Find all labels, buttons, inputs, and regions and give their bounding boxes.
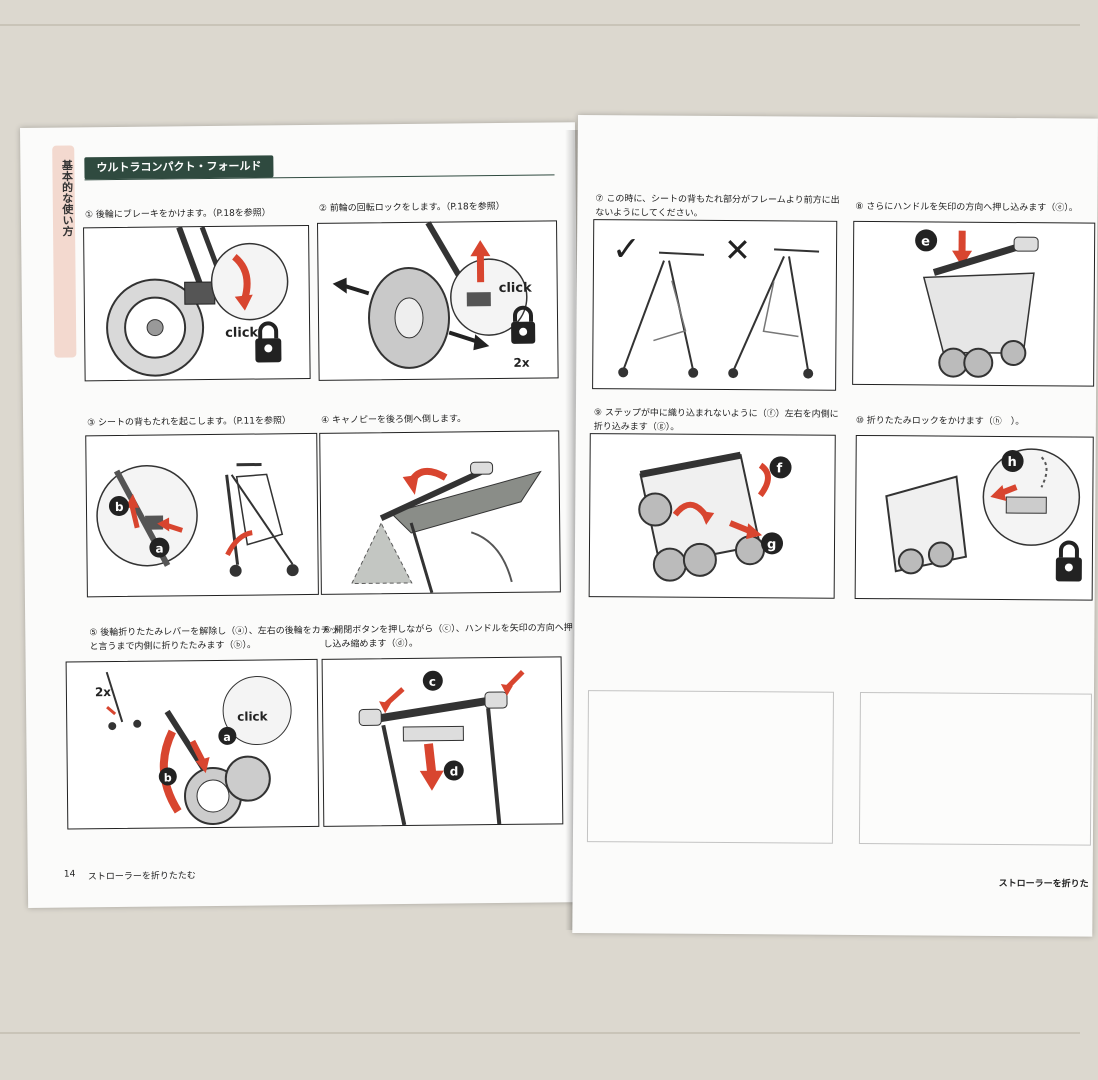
step-8-label: ⑧ さらにハンドルを矢印の方向へ押し込みます（ⓔ）。	[855, 201, 1078, 214]
step-10-label: ⑩ 折りたたみロックをかけます（ⓗ ）。	[855, 415, 1025, 428]
step-8-illustration: e	[852, 220, 1096, 387]
label-b-1: b	[115, 500, 124, 514]
label-e: e	[921, 234, 930, 249]
right-page: ⑦ この時に、シートの背もたれ部分がフレームより前方に出 ないようにしてください…	[572, 115, 1098, 937]
label-c: c	[429, 675, 436, 689]
label-f: f	[776, 461, 782, 476]
step-5-label-line2: と言うまで内側に折りたたみます（ⓑ）。	[89, 640, 257, 653]
step-7-label-line1: ⑦ この時に、シートの背もたれ部分がフレームより前方に出	[595, 194, 840, 206]
left-page: 基本的な使い方 ウルトラコンパクト・フォールド ① 後輪にブレーキをかけます。（…	[20, 122, 584, 908]
click-label-1: click	[225, 326, 258, 341]
check-icon: ✓	[612, 229, 641, 269]
section-title: ウルトラコンパクト・フォールド	[84, 155, 274, 180]
side-tab: 基本的な使い方	[52, 145, 77, 358]
label-a-1: a	[155, 542, 163, 556]
label-a-2: a	[223, 731, 231, 744]
step-9-illustration: f g	[588, 433, 836, 599]
label-g: g	[767, 537, 776, 552]
step-4-label: ④ キャノピーを後ろ側へ倒します。	[321, 414, 467, 426]
footer-left-text: ストローラーを折りたたむ	[87, 871, 196, 883]
label-b-2: b	[164, 771, 172, 784]
bleed-through-panel-2	[858, 691, 1092, 846]
step-7-illustration: ✓ ✕	[592, 219, 838, 391]
cross-icon: ✕	[724, 231, 751, 269]
twox-label-1: 2x	[513, 356, 529, 370]
step-4-illustration	[319, 430, 561, 595]
bleed-through-panel-1	[586, 690, 834, 844]
step-2-illustration: click 2x	[317, 220, 559, 381]
step-3-illustration: b a	[85, 432, 319, 598]
click-label-3: click	[237, 709, 269, 723]
step-5-illustration: 2x click a b	[65, 658, 320, 830]
twox-label-2: 2x	[95, 685, 111, 699]
step-1-illustration: click	[83, 224, 311, 382]
step-6-label-line1: ⑥ 開閉ボタンを押しながら（ⓒ）、ハンドルを矢印の方向へ押	[323, 623, 573, 636]
step-3-label: ③ シートの背もたれを起こします。（P.11を参照）	[87, 416, 292, 429]
step-9-label-line1: ⑨ ステップが中に織り込まれないように（ⓕ）左右を内側に	[593, 408, 839, 420]
step-5-label-line1: ⑤ 後輪折りたたみレバーを解除し（ⓐ）、左右の後輪をカチッ	[89, 625, 339, 639]
footer-right-text: ストローラーを折りた	[998, 878, 1089, 890]
label-h: h	[1008, 455, 1017, 470]
step-6-illustration: c d	[321, 656, 564, 827]
step-1-label: ① 後輪にブレーキをかけます。（P.18を参照）	[84, 208, 271, 221]
step-6-label-line2: し込み縮めます（ⓓ）。	[323, 638, 418, 650]
step-10-illustration: h	[854, 434, 1094, 601]
label-d: d	[450, 764, 459, 778]
step-2-label: ② 前輪の回転ロックをします。（P.18を参照）	[318, 201, 505, 214]
click-label-2: click	[499, 281, 532, 296]
page-number: 14	[63, 869, 76, 880]
